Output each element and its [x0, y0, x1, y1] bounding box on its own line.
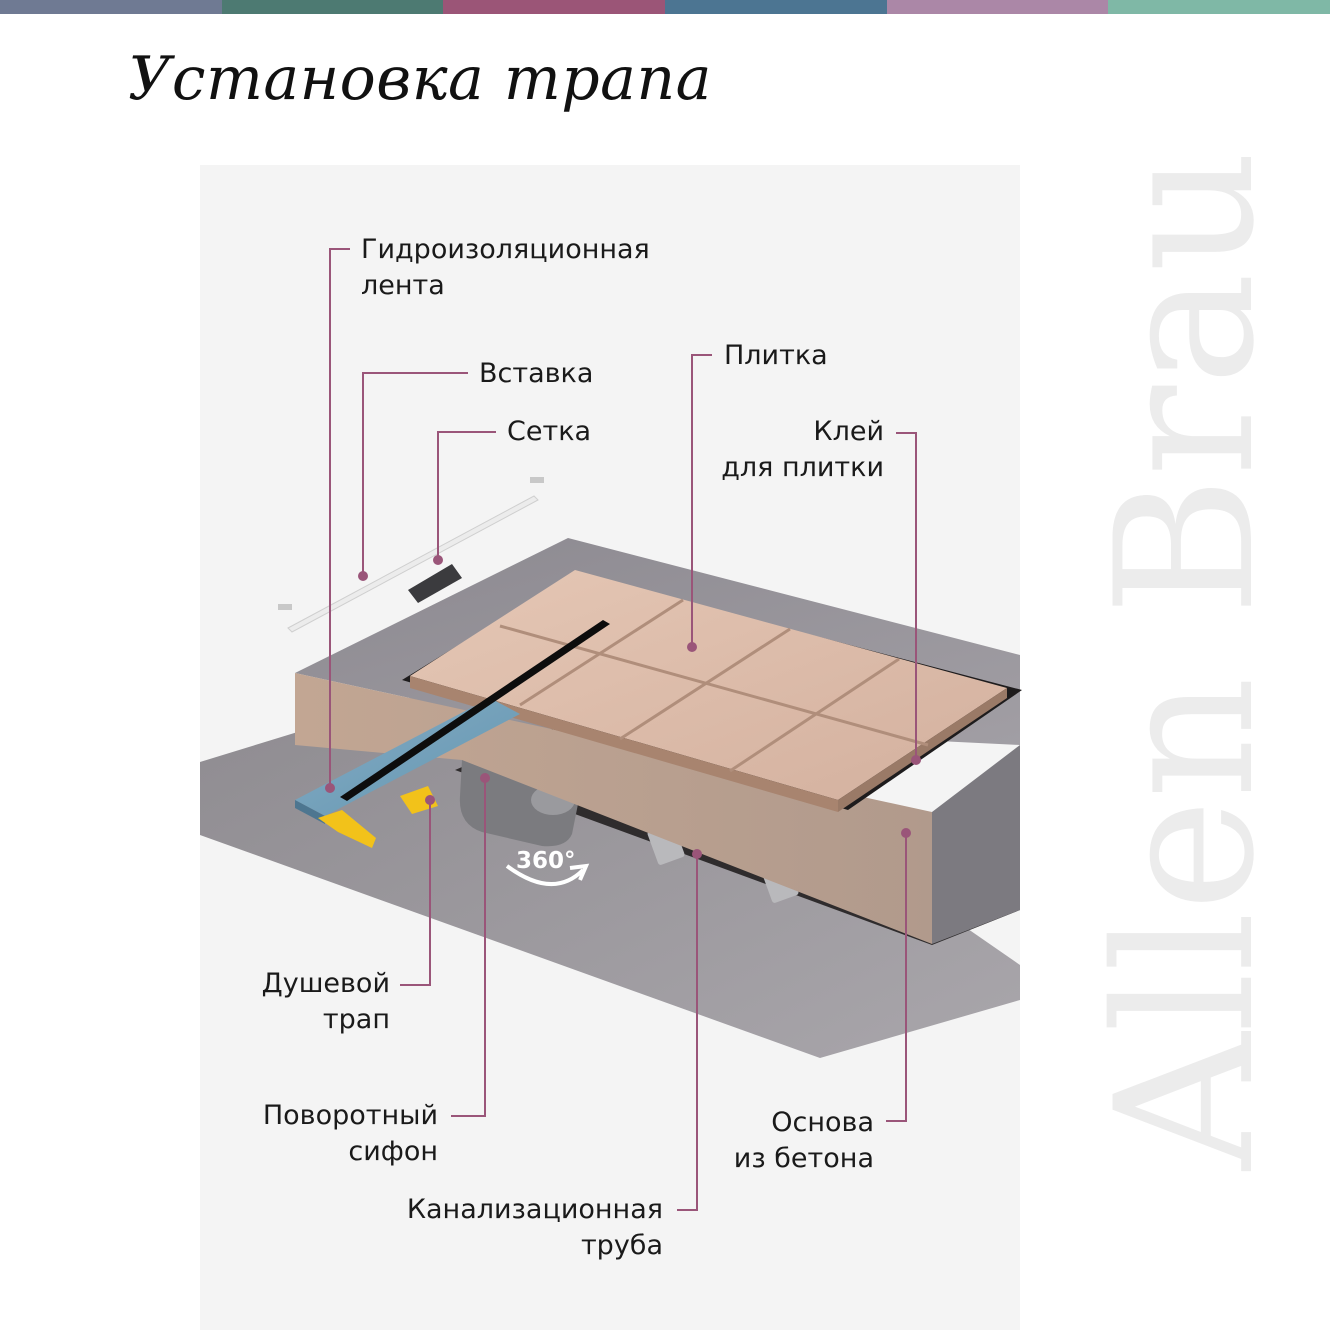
label-waterproofing-tape: Гидроизоляционная лента — [361, 234, 650, 301]
label-insert: Вставка — [479, 358, 594, 389]
leader-lines — [329, 248, 917, 1211]
strip-segment — [221, 0, 444, 14]
label-tile: Плитка — [724, 340, 828, 371]
label-sewer-pipe: Канализационная труба — [406, 1194, 663, 1261]
insert-clip — [278, 604, 292, 610]
strip-segment — [665, 0, 887, 14]
rotation-arrow-icon — [505, 864, 585, 886]
strip-segment — [443, 0, 666, 14]
label-concrete-base: Основа из бетона — [733, 1107, 874, 1174]
label-tile-adhesive: Клей для плитки — [721, 416, 884, 483]
strip-segment — [1108, 0, 1330, 14]
label-grate: Сетка — [507, 416, 592, 447]
strip-segment — [886, 0, 1109, 14]
grate-piece — [408, 564, 462, 603]
label-rotating-siphon: Поворотный сифон — [262, 1100, 438, 1167]
screed-side — [932, 745, 1020, 944]
rotation-arrowhead-icon — [569, 863, 590, 881]
page-title: Установка трапа — [128, 44, 712, 114]
insert-clip — [530, 477, 544, 483]
drain-channel-edge — [295, 800, 325, 824]
tile-edge — [410, 676, 838, 812]
support-foot — [400, 786, 438, 814]
tile-edge — [838, 688, 1007, 812]
rotation-badge: 360° — [516, 848, 576, 874]
insert-strip — [287, 495, 539, 633]
strip-segment — [0, 0, 222, 14]
color-strip — [0, 0, 1330, 14]
support-foot — [318, 810, 376, 848]
drain-slot — [340, 620, 610, 801]
label-shower-drain: Душевой трап — [261, 968, 390, 1035]
leader-dots — [325, 555, 921, 859]
